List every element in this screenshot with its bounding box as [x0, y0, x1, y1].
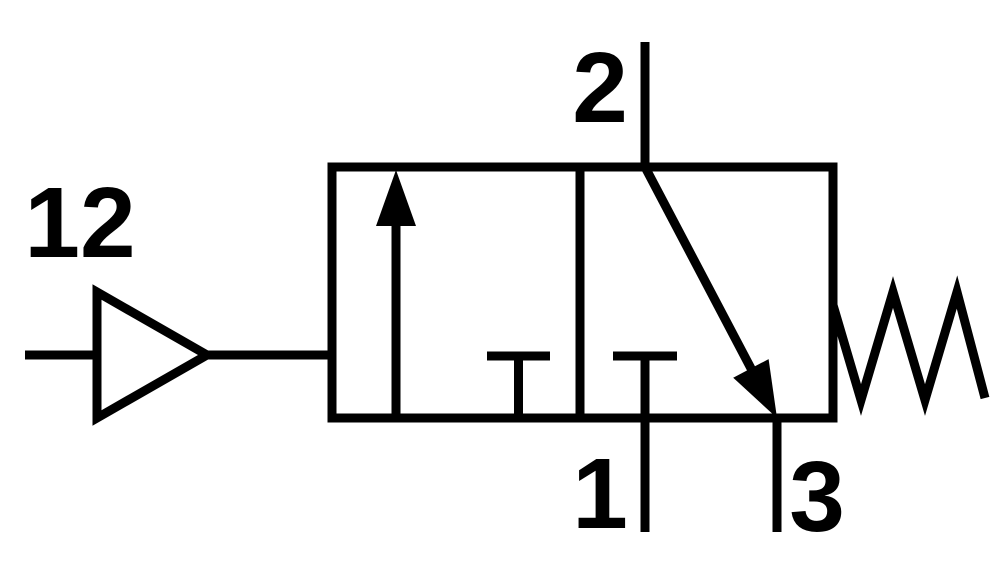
flow-arrow-up-icon — [376, 170, 416, 226]
flow-arrow-diagonal-shaft — [641, 164, 759, 379]
label-pilot-12: 12 — [24, 167, 135, 279]
blocked-port-left-icon — [487, 351, 550, 418]
label-port-3: 3 — [789, 441, 845, 553]
label-port-2: 2 — [572, 32, 628, 144]
spring-icon — [828, 275, 990, 416]
label-port-1: 1 — [572, 438, 628, 550]
flow-arrow-diagonal-icon — [733, 359, 777, 418]
pilot-triangle-icon — [92, 284, 217, 426]
blocked-port-right-icon — [613, 351, 677, 418]
